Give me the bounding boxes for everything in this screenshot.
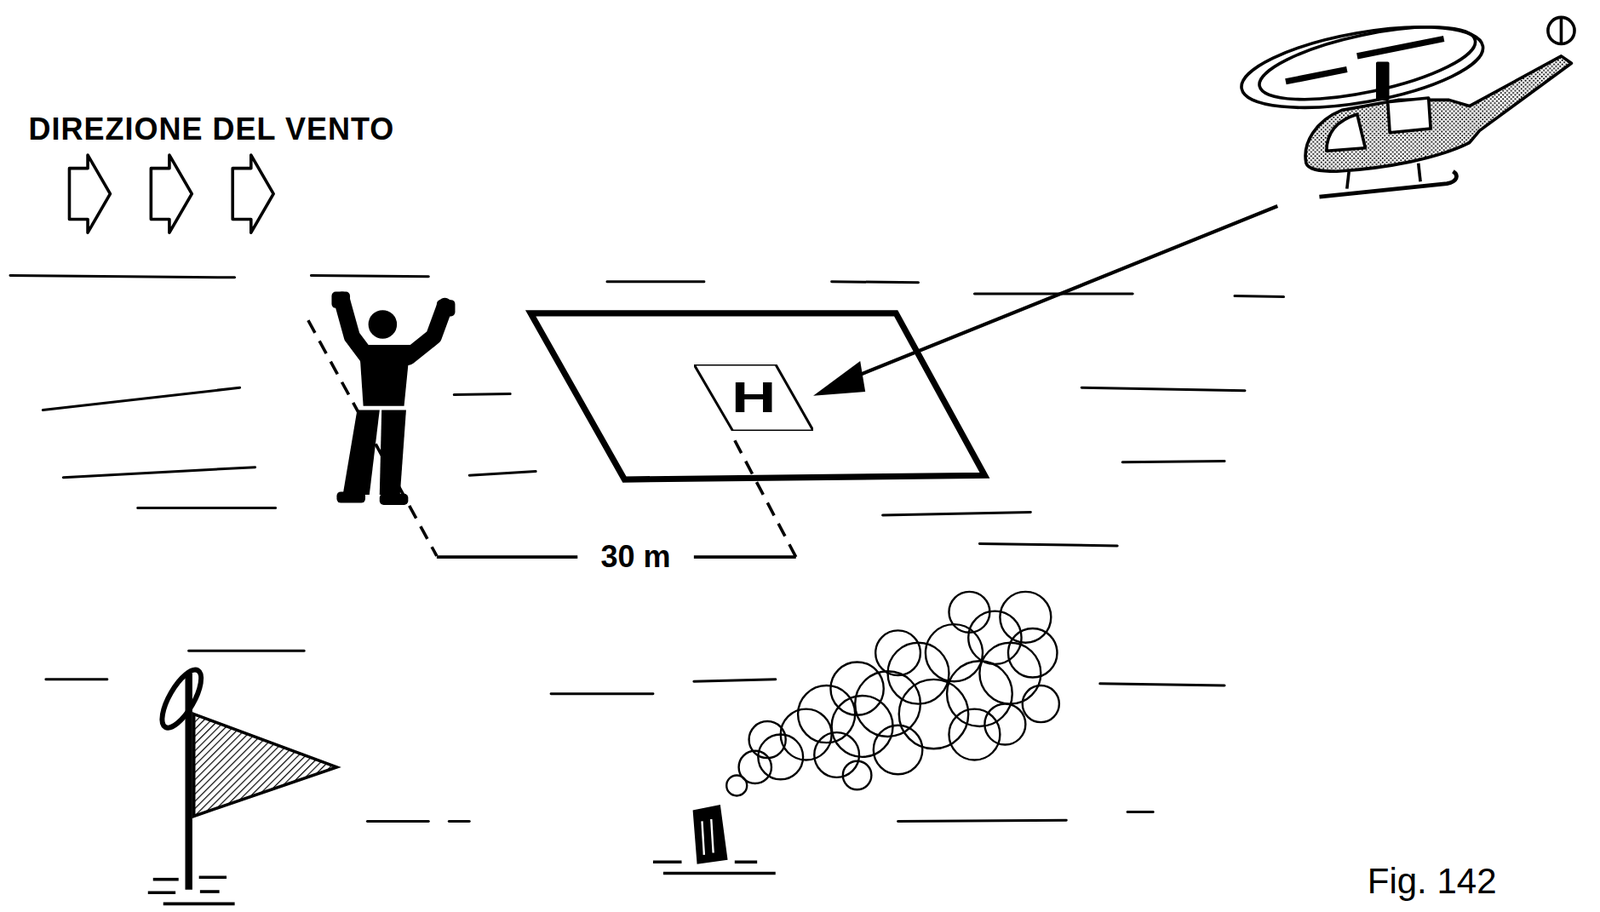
ground-lines-part	[607, 280, 705, 283]
wind-flag-part	[200, 889, 220, 894]
signalman-figure	[331, 292, 455, 505]
helicopter-part	[1418, 163, 1421, 183]
signalman-figure-part	[379, 410, 407, 495]
dimension-line-part	[693, 555, 797, 559]
wind-arrow-part	[232, 154, 274, 233]
ground-lines	[10, 275, 1285, 821]
smoke-signal-part	[693, 805, 727, 863]
wind-direction-label: DIREZIONE DEL VENTO	[28, 114, 396, 145]
helicopter-part	[1318, 171, 1457, 197]
helicopter	[1235, 11, 1575, 197]
approach-arrow	[813, 206, 1278, 396]
wind-flag	[148, 664, 338, 904]
smoke-signal-part	[739, 751, 772, 784]
ground-lines-part	[1234, 295, 1285, 297]
ground-lines-part	[693, 679, 776, 682]
smoke-signal-part	[873, 725, 924, 775]
ground-lines-part	[1081, 387, 1245, 391]
helicopter-part	[1326, 114, 1366, 151]
dimension-label: 30 m	[597, 541, 675, 573]
ground-lines-part	[1100, 683, 1225, 686]
ground-lines-part	[883, 511, 1032, 516]
smoke-signal-part	[701, 820, 704, 855]
signalman-figure-part	[331, 292, 350, 309]
signalman-figure-part	[359, 406, 409, 410]
smoke-signal-part	[797, 685, 855, 743]
wind-arrow-part	[68, 154, 110, 233]
signalman-figure-part	[343, 410, 380, 495]
smoke-signal	[653, 591, 1060, 874]
wind-arrow	[68, 154, 274, 233]
ground-lines-part	[453, 393, 511, 395]
helicopter-part	[1305, 56, 1572, 172]
helicopter-part	[1548, 17, 1575, 44]
dimension-line-part	[308, 320, 437, 557]
helicopter-part	[1559, 17, 1564, 44]
ground-lines-part	[550, 692, 654, 695]
marker-border	[693, 364, 814, 431]
smoke-signal-part	[843, 761, 872, 791]
signalman-figure-part	[359, 344, 411, 407]
smoke-signal-part	[984, 704, 1026, 746]
wind-flag-part	[163, 902, 236, 907]
wind-flag-part	[199, 875, 227, 879]
landing-pad	[530, 313, 985, 480]
smoke-signal-part	[875, 630, 921, 676]
approach-arrow-part	[813, 361, 866, 396]
helicopter-part	[1387, 97, 1431, 133]
ground-lines-part	[1127, 810, 1153, 814]
helipad-letter: H	[731, 376, 776, 419]
ground-lines-part	[367, 820, 429, 823]
approach-arrow-part	[843, 206, 1278, 382]
helicopter-part	[1285, 68, 1348, 81]
smoke-signal-part	[948, 709, 1000, 761]
wind-flag-part	[194, 714, 338, 817]
helicopter-part	[1357, 39, 1445, 57]
helipad-marker: H	[693, 364, 814, 431]
dimension-line-part	[436, 555, 578, 559]
ground-lines-part	[42, 387, 240, 410]
signalman-figure-part	[336, 491, 366, 503]
ground-lines-part	[979, 544, 1118, 546]
landing-pad-part	[530, 313, 985, 480]
signalman-figure-part	[436, 299, 456, 316]
ground-lines-part	[898, 820, 1067, 821]
smoke-signal-part	[663, 871, 776, 876]
smoke-signal-part	[999, 591, 1051, 643]
smoke-signal-part	[734, 860, 757, 865]
smoke-signal-part	[948, 591, 990, 633]
ground-lines-part	[310, 275, 429, 276]
ground-lines-part	[137, 506, 276, 510]
smoke-signal-part	[1022, 685, 1060, 723]
helicopter-part	[1377, 63, 1388, 99]
wind-flag-part	[153, 877, 179, 882]
smoke-signal-part	[653, 860, 683, 865]
smoke-signal-part	[1008, 628, 1058, 678]
dimension-line	[308, 320, 797, 557]
wind-arrow-part	[150, 154, 192, 233]
wind-flag-part	[148, 890, 176, 895]
ground-lines-part	[1122, 460, 1225, 462]
smoke-signal-part	[979, 642, 1041, 705]
smoke-signal-part	[711, 819, 713, 854]
ground-lines-part	[448, 820, 470, 823]
dimension-line-part	[730, 432, 797, 557]
ground-lines-part	[45, 677, 108, 681]
ground-lines-part	[63, 467, 255, 478]
ground-lines-part	[189, 649, 304, 653]
ground-lines-part	[10, 275, 236, 277]
smoke-signal-part	[831, 695, 894, 757]
smoke-signal-part	[888, 642, 950, 705]
figure-caption: Fig. 142	[1367, 863, 1497, 900]
smoke-signal-part	[830, 661, 884, 715]
ground-lines-part	[469, 470, 536, 476]
ground-lines-part	[831, 281, 919, 283]
signalman-figure-part	[368, 309, 398, 339]
helicopter-part	[1347, 171, 1349, 189]
